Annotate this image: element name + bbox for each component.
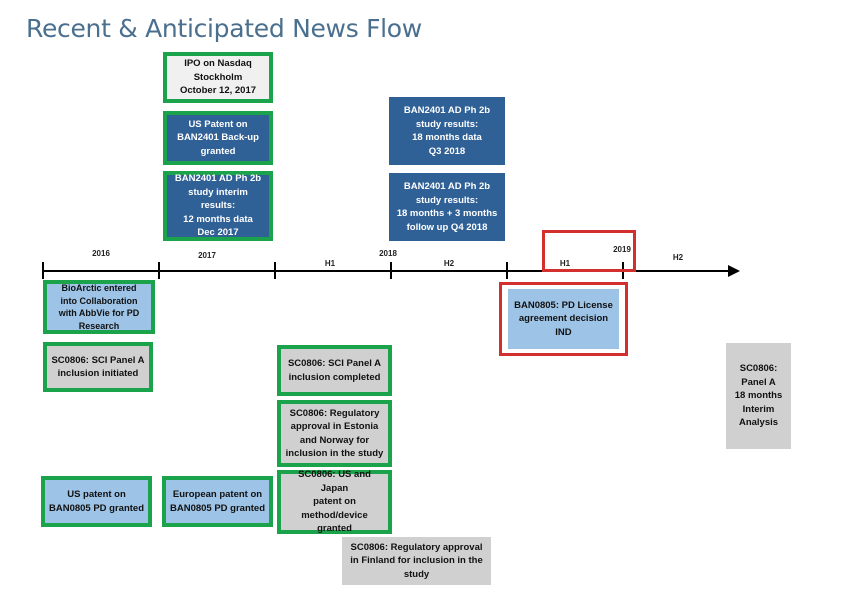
sc0806-inclusion-completed-box: SC0806: SCI Panel A inclusion completed (277, 345, 392, 396)
year-label-2019: 2019 (613, 245, 631, 254)
sc0806-finland-approval-box: SC0806: Regulatory approval in Finland f… (342, 537, 491, 585)
ban0805-license-box: BAN0805: PD License agreement decision I… (508, 289, 619, 349)
timeline-tick (42, 262, 44, 279)
half-label-2018-h1: H1 (324, 259, 336, 268)
timeline-axis (42, 270, 732, 272)
timeline-tick (274, 262, 276, 279)
ipo-box: IPO on Nasdaq Stockholm October 12, 2017 (163, 52, 273, 103)
timeline-tick (506, 262, 508, 279)
half-label-2019-h2: H2 (672, 253, 684, 262)
eu-patent-ban0805-box: European patent on BAN0805 PD granted (162, 476, 273, 527)
highlight-frame-2019-h1 (542, 230, 636, 272)
timeline-tick (390, 262, 392, 279)
page-title: Recent & Anticipated News Flow (26, 14, 422, 43)
timeline-arrow-icon (728, 265, 740, 277)
ban2401-interim-results-box: BAN2401 AD Ph 2b study interim results: … (163, 171, 273, 241)
us-patent-ban2401-box: US Patent on BAN2401 Back-up granted (163, 111, 273, 165)
sc0806-us-japan-patent-box: SC0806: US and Japan patent on method/de… (277, 469, 392, 534)
us-patent-ban0805-box: US patent on BAN0805 PD granted (41, 476, 152, 527)
ban2401-18-plus-3-months-box: BAN2401 AD Ph 2b study results: 18 month… (389, 173, 505, 241)
year-label-2017: 2017 (198, 251, 216, 260)
half-label-2019-h1: H1 (559, 259, 571, 268)
year-label-2016: 2016 (92, 249, 110, 258)
ban0805-license-highlight-frame (499, 282, 628, 356)
abbvie-collaboration-box: BioArctic entered into Collaboration wit… (43, 280, 155, 334)
sc0806-estonia-norway-box: SC0806: Regulatory approval in Estonia a… (277, 400, 392, 467)
timeline-tick (158, 262, 160, 279)
ban2401-18-months-box: BAN2401 AD Ph 2b study results: 18 month… (389, 97, 505, 165)
sc0806-inclusion-initiated-box: SC0806: SCI Panel A inclusion initiated (43, 342, 153, 392)
year-label-2018: 2018 (379, 249, 397, 258)
sc0806-interim-analysis-box: SC0806: Panel A 18 months Interim Analys… (726, 343, 791, 449)
half-label-2018-h2: H2 (443, 259, 455, 268)
